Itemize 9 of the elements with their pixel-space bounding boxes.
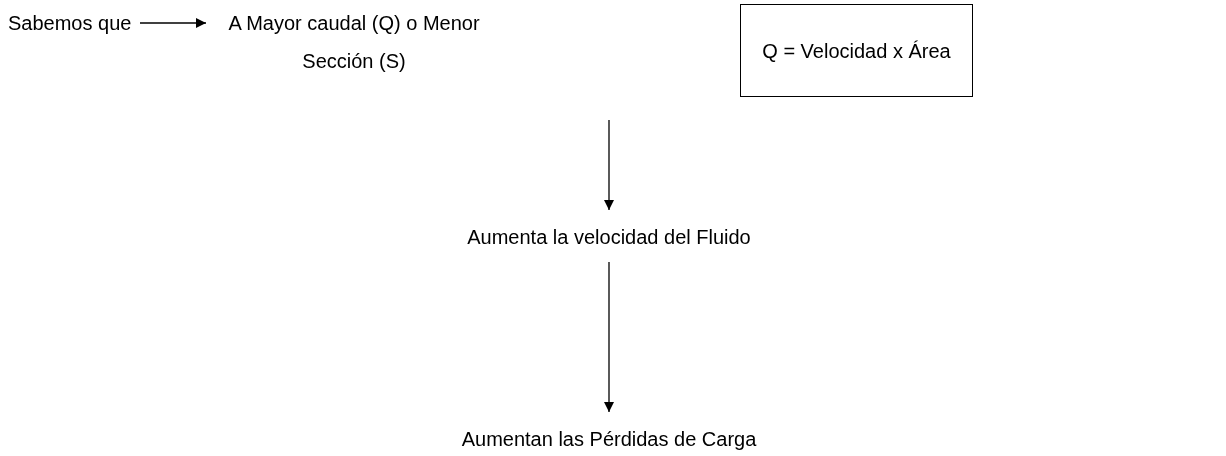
formula-box — [740, 4, 973, 97]
arrow — [139, 18, 207, 28]
flow-text: Sabemos que — [8, 11, 133, 36]
formula-text: Q = Velocidad x Área — [762, 38, 951, 64]
flow-text: Aumenta la velocidad del Fluido — [466, 225, 752, 250]
arrow — [604, 261, 614, 413]
flow-text: A Mayor caudal (Q) o Menor Sección (S) — [227, 11, 481, 74]
flow-text: Aumentan las Pérdidas de Carga — [460, 427, 758, 452]
arrow — [604, 119, 614, 211]
